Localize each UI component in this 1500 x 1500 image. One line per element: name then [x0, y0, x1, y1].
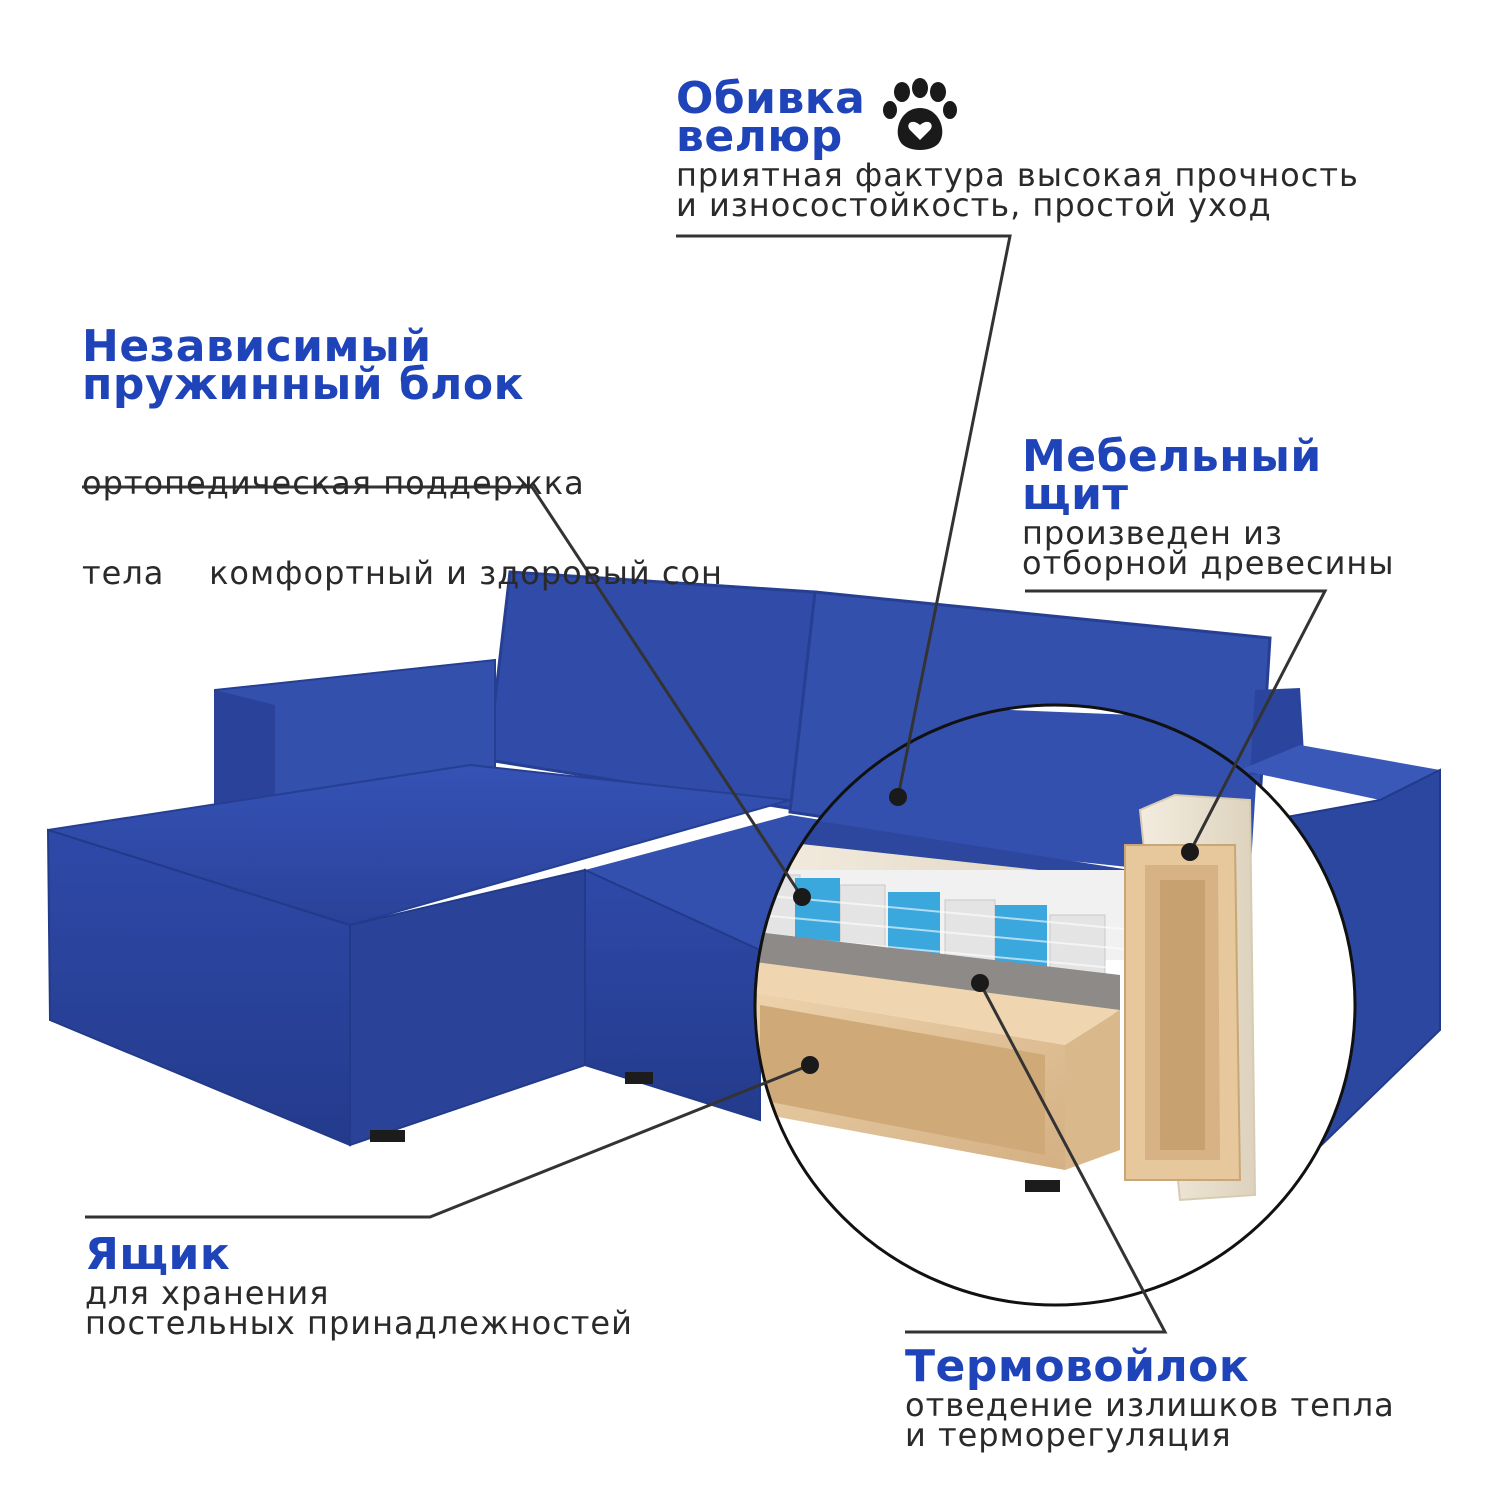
upholstery-title-line2: велюр — [676, 111, 843, 162]
upholstery-desc-line1: приятная фактура высокая прочность — [676, 156, 1359, 194]
spring-block-desc-line2: тела комфортный и здоровый сон — [82, 554, 723, 592]
furniture-board-title-line1: Мебельный — [1022, 431, 1322, 482]
callout-upholstery: Обивка велюр приятная фактура высокая пр… — [676, 73, 1359, 224]
furniture-board-desc: произведен из отборной древесины — [1022, 514, 1395, 582]
spring-block-title-line2: пружинный блок — [82, 359, 524, 410]
storage-box-desc: для хранения постельных принадлежностей — [85, 1274, 633, 1342]
furniture-board-desc-line2: отборной древесины — [1022, 544, 1395, 582]
thermofelt-desc: отведение излишков тепла и терморегуляци… — [905, 1386, 1395, 1454]
thermofelt-desc-line2: и терморегуляция — [905, 1416, 1232, 1454]
callout-storage-box: Ящик для хранения постельных принадлежно… — [85, 1229, 633, 1342]
storage-box-title-line1: Ящик — [85, 1229, 231, 1280]
callout-spring-block: Независимый пружинный блок ортопедическа… — [82, 321, 723, 648]
upholstery-title: Обивка велюр — [676, 73, 1359, 162]
spring-block-title-line1: Независимый — [82, 321, 432, 372]
leader-lines — [82, 234, 1328, 1334]
upholstery-title-line1: Обивка — [676, 73, 866, 124]
spring-block-title: Независимый пружинный блок — [82, 321, 723, 410]
left-armrest — [214, 658, 496, 812]
leader-dots — [793, 788, 1199, 1074]
callout-furniture-board: Мебельный щит произведен из отборной дре… — [1022, 431, 1395, 582]
storage-box-desc-line2: постельных принадлежностей — [85, 1304, 633, 1342]
thermofelt-title: Термовойлок — [905, 1341, 1395, 1392]
spring-block-desc-line1: ортопедическая поддержка — [82, 464, 585, 502]
chaise-longue — [46, 763, 791, 1147]
spring-block-desc: ортопедическая поддержка тела комфортный… — [82, 408, 723, 648]
thermofelt-layer — [755, 930, 1120, 1015]
thermofelt-desc-line1: отведение излишков тепла — [905, 1386, 1395, 1424]
cutaway-view — [753, 703, 1357, 1307]
upholstery-desc-line2: и износостойкость, простой уход — [676, 186, 1272, 224]
furniture-board-title-line2: щит — [1022, 469, 1129, 520]
thermofelt-title-line1: Термовойлок — [905, 1341, 1250, 1392]
storage-box-title: Ящик — [85, 1229, 633, 1280]
upholstery-desc: приятная фактура высокая прочность и изн… — [676, 156, 1359, 224]
storage-box-desc-line1: для хранения — [85, 1274, 330, 1312]
furniture-board-frame — [1124, 844, 1242, 1181]
callout-thermofelt: Термовойлок отведение излишков тепла и т… — [905, 1341, 1395, 1454]
furniture-board-title: Мебельный щит — [1022, 431, 1395, 520]
paw-heart-icon — [883, 78, 957, 150]
furniture-board-desc-line1: произведен из — [1022, 514, 1283, 552]
